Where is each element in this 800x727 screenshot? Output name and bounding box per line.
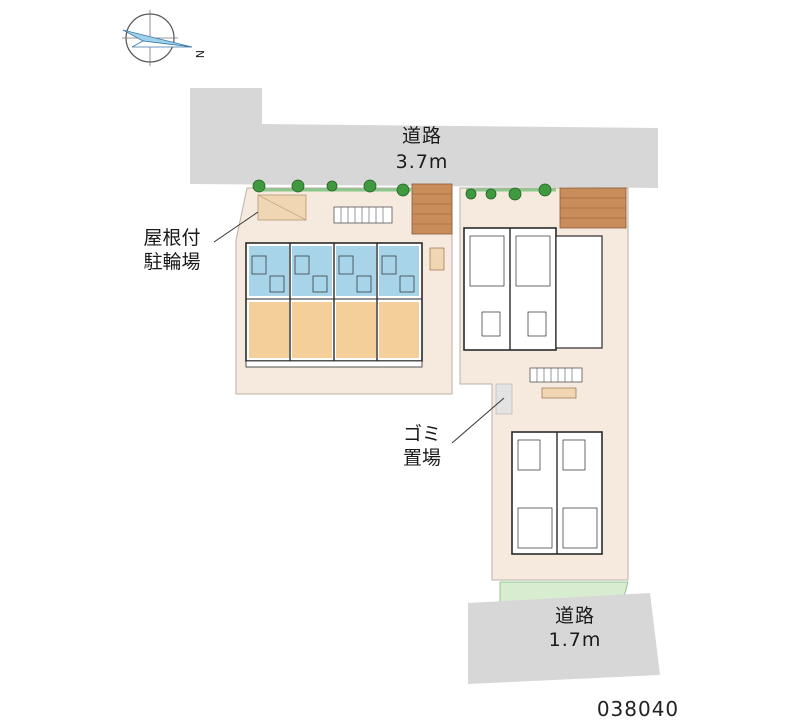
road-bottom-name: 道路 <box>555 605 595 627</box>
garbage-area-label-line2: 置場 <box>403 447 441 469</box>
building-right-upper <box>463 227 603 351</box>
bicycle-parking-label-line1: 屋根付 <box>143 227 200 249</box>
tree-icons <box>252 179 552 201</box>
bicycle-parking-leader <box>213 211 259 243</box>
garbage-area-label-line1: ゴミ <box>403 423 441 445</box>
property-code: 038040 <box>597 697 679 721</box>
compass-north-label: N <box>193 50 206 58</box>
brick-wall-left <box>411 183 453 235</box>
road-top-name: 道路 <box>402 125 442 147</box>
bicycle-parking-label-line2: 駐輪場 <box>143 251 200 273</box>
stairs-left <box>333 206 393 224</box>
compass-icon: N <box>122 10 206 66</box>
road-bottom-width: 1.7m <box>549 629 602 651</box>
building-right-lower <box>511 431 603 555</box>
building-left <box>245 242 423 368</box>
road-top-width: 3.7m <box>396 151 449 173</box>
garbage-area-leader <box>451 397 505 444</box>
road-top <box>190 88 658 188</box>
road-bottom <box>468 593 660 684</box>
stairs-right <box>529 367 583 383</box>
